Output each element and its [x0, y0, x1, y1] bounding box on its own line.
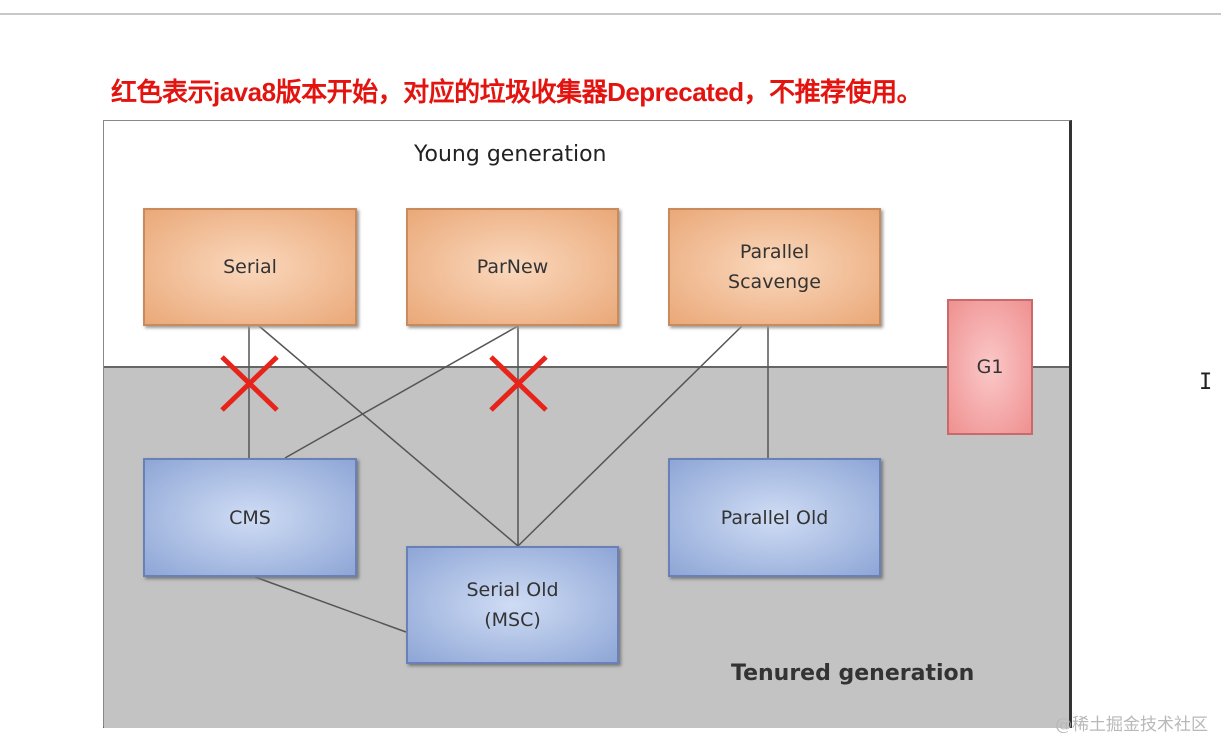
- text-cursor-icon: I: [1199, 370, 1213, 395]
- window-top-border: [0, 13, 1221, 15]
- tenured-generation-label: Tenured generation: [731, 661, 975, 686]
- parnew-collector: ParNew: [406, 208, 619, 326]
- deprecation-caption: 红色表示java8版本开始，对应的垃圾收集器Deprecated，不推荐使用。: [111, 77, 923, 107]
- deprecated-x-icon: [489, 355, 548, 412]
- parallel-scavenge-collector: Parallel Scavenge: [668, 208, 881, 326]
- cms-collector: CMS: [143, 458, 357, 577]
- parallel-old-collector: Parallel Old: [668, 458, 881, 577]
- line-parnew-cms: [284, 325, 519, 459]
- deprecated-x-icon: [220, 355, 279, 412]
- line-serial-serialold: [258, 325, 519, 547]
- watermark: @稀土掘金技术社区: [1055, 715, 1208, 735]
- serial-collector: Serial: [143, 208, 357, 326]
- line-ps-serialold: [517, 325, 743, 547]
- serial-old-collector: Serial Old (MSC): [406, 546, 619, 664]
- line-cms-serialold: [254, 576, 407, 633]
- g1-collector: G1: [947, 299, 1033, 435]
- young-generation-label: Young generation: [414, 142, 607, 167]
